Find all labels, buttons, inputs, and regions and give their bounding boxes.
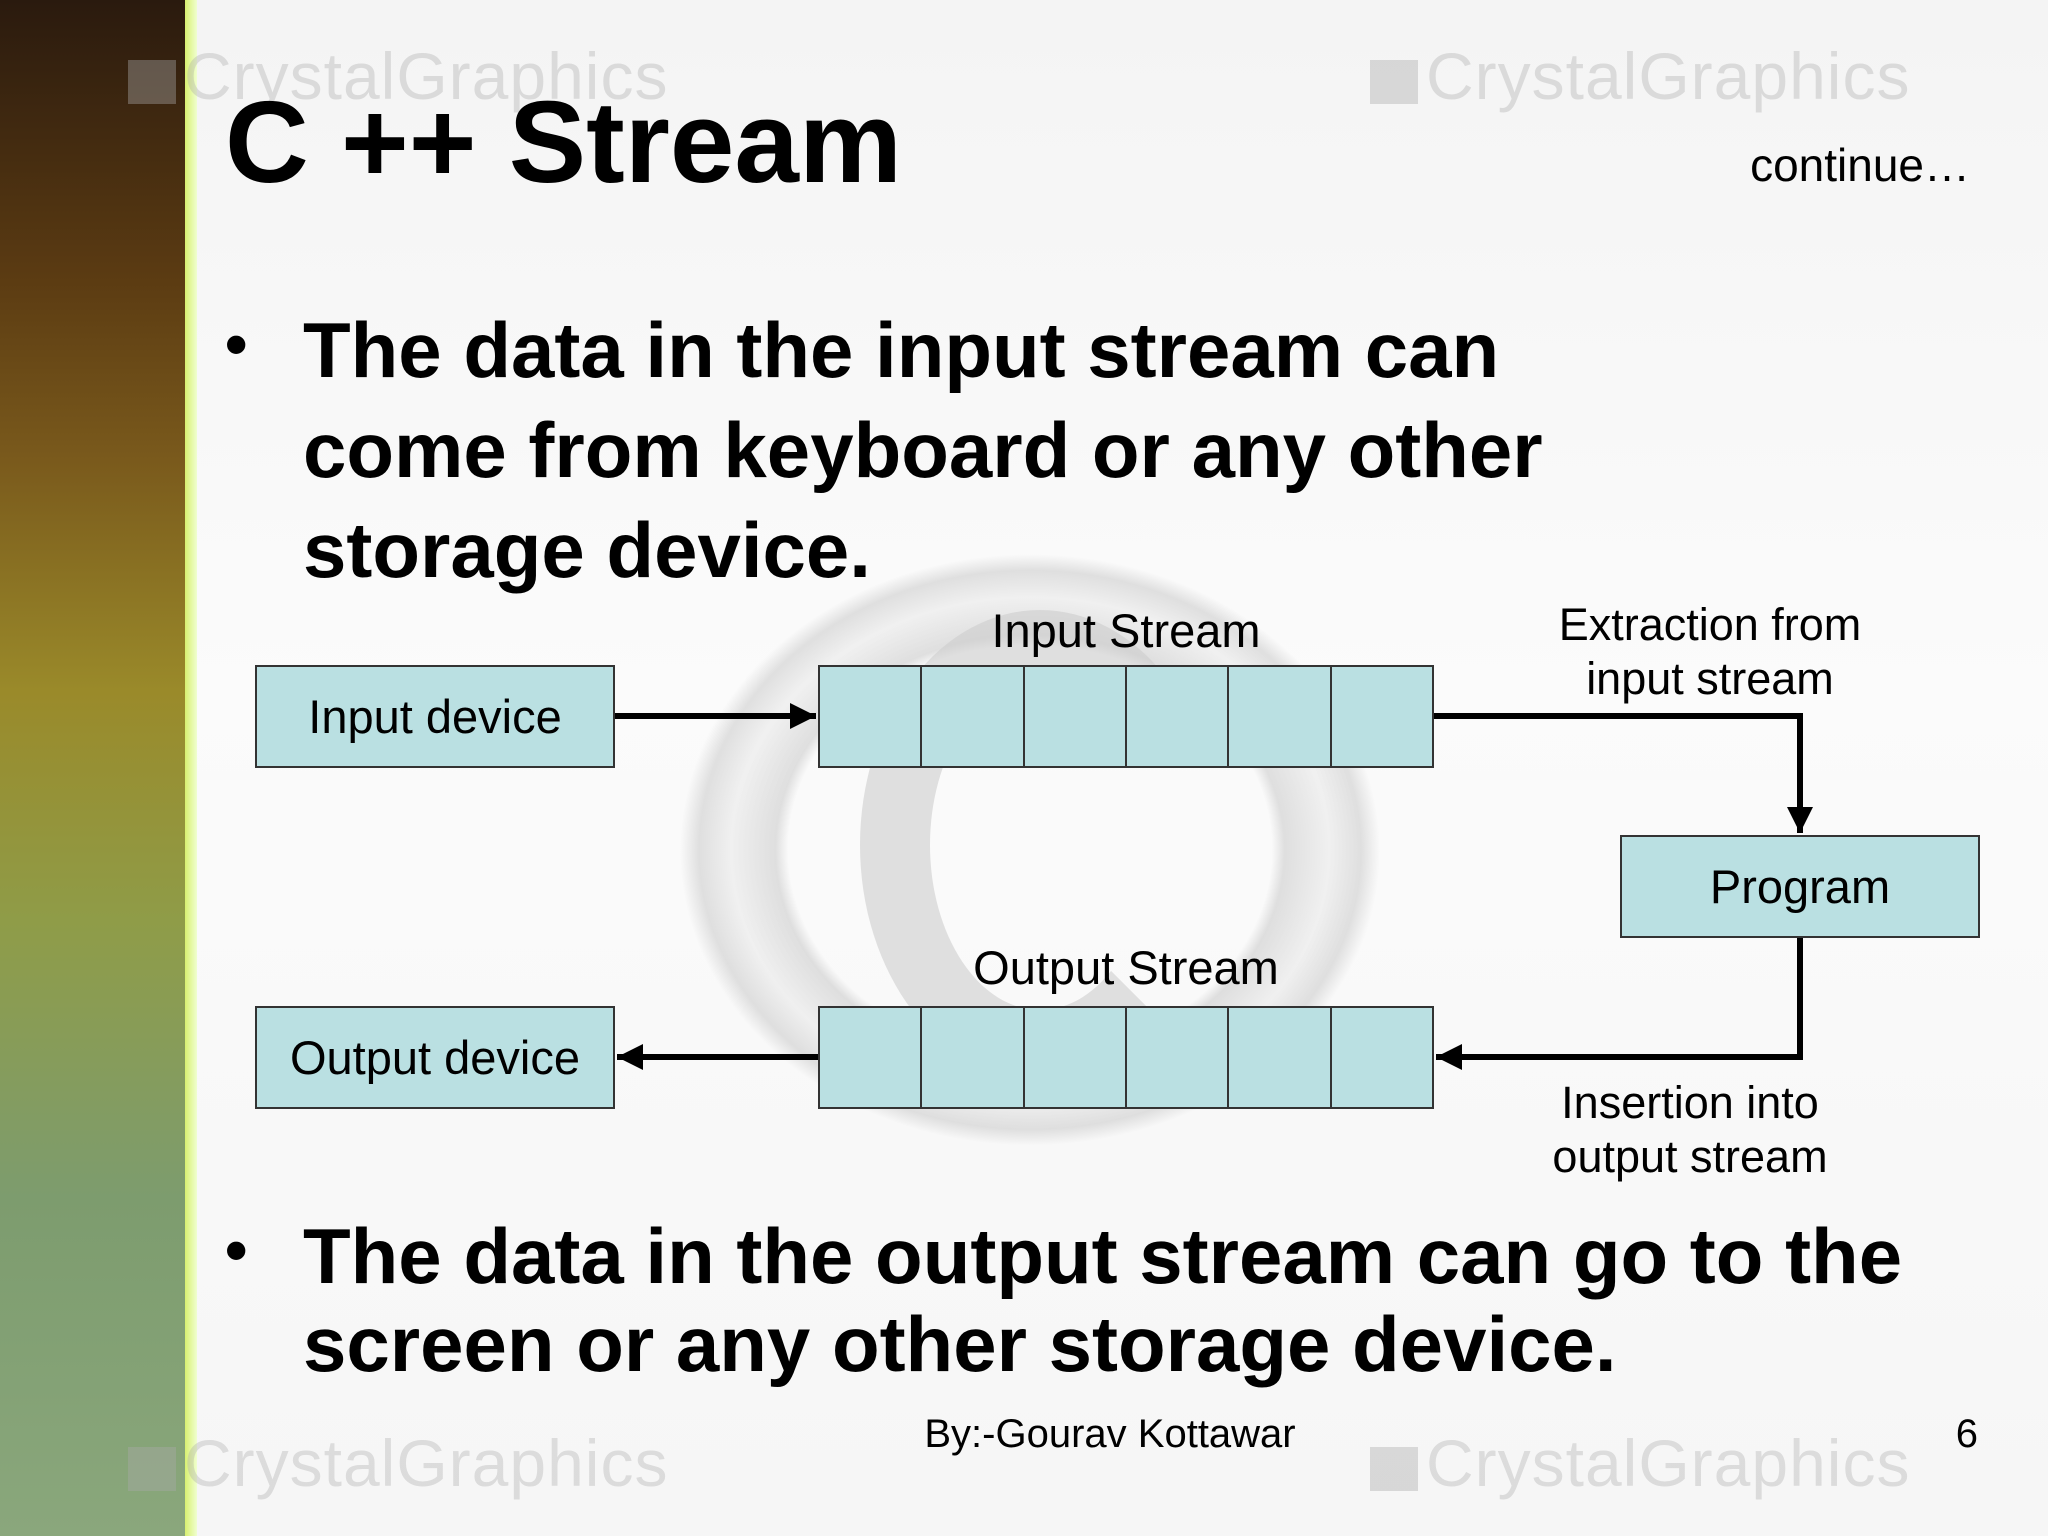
watermark-bottom-right: CrystalGraphics [1370,1425,1910,1501]
bullet-line: come from keyboard or any other [303,406,1543,494]
arrow-program-to-output-stream [1436,938,1803,1070]
output-stream-buffer [818,1006,1434,1109]
extraction-label: Extraction from input stream [1520,598,1900,706]
slide-title: C ++ Stream [225,77,903,207]
watermark-top-right: CrystalGraphics [1370,38,1910,114]
stream-cell [1227,665,1332,768]
stream-cell [920,665,1025,768]
stream-cell [1124,1006,1230,1109]
output-stream-label: Output Stream [973,941,1279,994]
watermark-bottom-left: CrystalGraphics [128,1425,668,1501]
stream-cell [1022,665,1127,768]
footer-author: By:-Gourav Kottawar [924,1412,1296,1456]
stream-cell [818,1006,923,1109]
bullet-line: The data in the output stream can go to … [303,1212,1903,1300]
crystalgraphics-logo-icon [1370,1446,1418,1491]
stream-cell [1124,665,1230,768]
crystalgraphics-logo-icon [128,59,176,104]
insertion-label-line: Insertion into [1561,1077,1819,1128]
input-stream-buffer [818,665,1434,768]
extraction-label-line: Extraction from [1558,599,1862,650]
insertion-label: Insertion into output stream [1520,1076,1860,1184]
page-number: 6 [1955,1412,1978,1456]
stream-cell [1227,1006,1332,1109]
input-device-box: Input device [255,665,615,768]
crystalgraphics-logo-icon [1370,59,1418,104]
bullet-icon: • [225,1214,248,1286]
crystalgraphics-logo-icon [128,1446,176,1491]
bullet-icon: • [225,308,248,380]
bullet-line: The data in the input stream can [303,306,1500,394]
stream-cell [1329,1006,1434,1109]
input-stream-label: Input Stream [991,604,1261,657]
arrow-stream-to-program [1434,713,1813,833]
output-device-box: Output device [255,1006,615,1109]
stream-cell [1329,665,1434,768]
watermark-top-left: CrystalGraphics [128,38,668,114]
puzzle-decoration [0,0,185,1536]
side-edge-decoration [185,0,197,1536]
insertion-label-line: output stream [1552,1131,1828,1182]
extraction-label-line: input stream [1586,653,1834,704]
program-box: Program [1620,835,1980,938]
bullet-line: screen or any other storage device. [303,1300,1617,1388]
bullet-line: storage device. [303,506,871,594]
continue-note: continue… [1750,139,1970,191]
